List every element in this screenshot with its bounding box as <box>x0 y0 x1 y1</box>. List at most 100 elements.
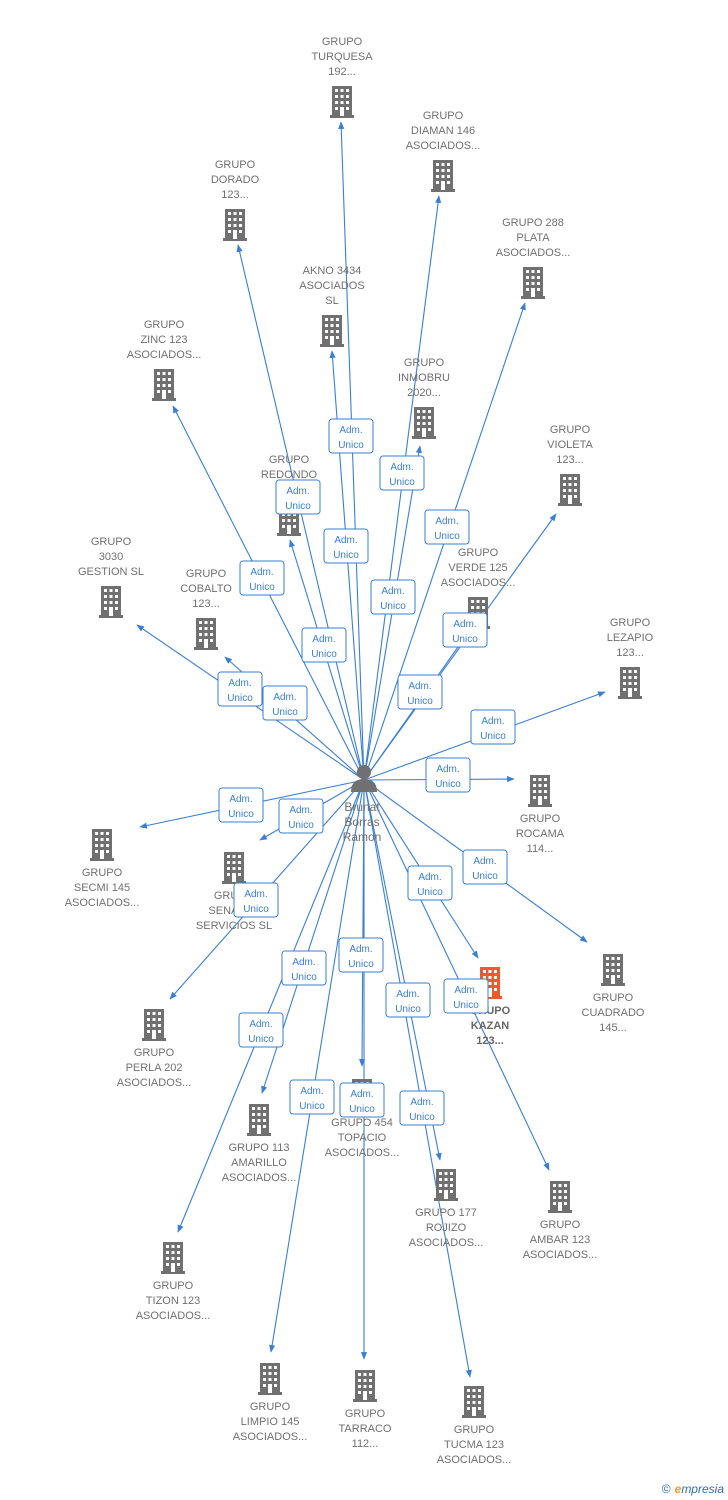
edge-label-topacio[interactable]: Adm. Unico <box>338 937 384 973</box>
company-node-tarraco[interactable]: GRUPOTARRACO112... <box>339 1370 392 1450</box>
edge-label-cuadrado[interactable]: Adm.Unico <box>462 849 508 885</box>
company-node-violeta[interactable]: GRUPOVIOLETA123... <box>547 424 593 506</box>
edge-label-text: Unico <box>453 1000 479 1011</box>
edge-label-box <box>370 579 416 615</box>
company-name-line: GRUPO <box>134 1047 175 1059</box>
edge-label-text: Unico <box>249 582 275 593</box>
edge-label-rocama[interactable]: Adm.Unico <box>425 757 471 793</box>
building-icon <box>90 829 114 861</box>
edge-label-box <box>424 509 470 545</box>
edge-label-verde[interactable]: Adm.Unico <box>397 674 443 710</box>
edge-label-text: Unico <box>228 809 254 820</box>
person-name-line-1: Brunat <box>344 800 380 814</box>
company-node-inmobru[interactable]: GRUPOINMOBRU2020... <box>398 357 450 439</box>
edge-label-text: Unico <box>348 959 374 970</box>
edge-label-limpio[interactable]: Adm.Unico <box>289 1079 335 1115</box>
edge-label-gestion[interactable]: Adm.Unico <box>217 671 263 707</box>
edge-label-text: Unico <box>299 1101 325 1112</box>
company-name-line: GRUPO <box>345 1408 386 1420</box>
company-name-line: INMOBRU <box>398 372 450 384</box>
brand-logo-text: mpresia <box>681 1482 724 1496</box>
company-name-line: GRUPO <box>91 536 132 548</box>
edge-label-box <box>399 1090 445 1126</box>
company-name-line: AMARILLO <box>231 1157 287 1169</box>
edge-label-text: Unico <box>227 693 253 704</box>
company-node-cobalto[interactable]: GRUPOCOBALTO123... <box>180 568 232 650</box>
edge-label-tizon[interactable]: Adm.Unico <box>238 1012 284 1048</box>
edge-label-violeta[interactable]: Adm.Unico <box>442 612 488 648</box>
edge-label-box <box>238 1012 284 1048</box>
company-name-line: ROJIZO <box>426 1222 467 1234</box>
company-name-line: GRUPO <box>520 813 561 825</box>
edge-label-kazan[interactable]: Adm.Unico <box>407 865 453 901</box>
company-name-line: REDONDO <box>261 469 318 481</box>
center-person-node[interactable]: Brunat Borras Ramon <box>343 765 382 844</box>
edge-label-box <box>470 709 516 745</box>
edge-label-text: Unico <box>380 601 406 612</box>
edge-label-senatus[interactable]: Adm.Unico <box>278 798 324 834</box>
edge-label-secmi[interactable]: Adm.Unico <box>218 787 264 823</box>
edge-ambar <box>363 779 550 1171</box>
edge-label-inmobru[interactable]: Adm.Unico <box>370 579 416 615</box>
edge-label-diaman[interactable]: Adm.Unico <box>379 455 425 491</box>
edge-label-ambar[interactable]: Adm.Unico <box>443 978 489 1014</box>
edge-label-lezapio[interactable]: Adm.Unico <box>470 709 516 745</box>
building-icon <box>412 407 436 439</box>
company-name-line: 123... <box>556 454 584 466</box>
company-name-line: ZINC 123 <box>140 334 187 346</box>
edge-label-cobalto[interactable]: Adm.Unico <box>262 685 308 721</box>
company-node-topacio[interactable]: GRUPO 454TOPACIOASOCIADOS... <box>325 1079 400 1159</box>
edge-label-text: Adm. <box>390 462 413 473</box>
footer-brand[interactable]: ©empresia <box>662 1482 724 1496</box>
company-node-cuadrado[interactable]: GRUPOCUADRADO145... <box>582 954 645 1034</box>
edge-label-text: Unico <box>288 820 314 831</box>
edge-label-tarraco[interactable]: Adm.Unico <box>339 1082 385 1118</box>
building-icon <box>222 852 246 884</box>
company-node-turquesa[interactable]: GRUPOTURQUESA192... <box>311 36 373 118</box>
company-name-line: 123... <box>616 647 644 659</box>
company-node-rocama[interactable]: GRUPOROCAMA114... <box>516 775 565 855</box>
company-node-rojizo[interactable]: GRUPO 177ROJIZOASOCIADOS... <box>409 1169 484 1249</box>
company-node-lezapio[interactable]: GRUPOLEZAPIO123... <box>607 617 654 699</box>
edge-label-akno[interactable]: Adm.Unico <box>323 528 369 564</box>
edge-label-text: Unico <box>472 871 498 882</box>
company-node-kazan[interactable]: GRUPOKAZAN123... <box>470 967 511 1047</box>
edge-label-amarillo[interactable]: Adm.Unico <box>281 950 327 986</box>
edge-label-turquesa[interactable]: Adm.Unico <box>328 418 374 454</box>
company-name-line: CUADRADO <box>582 1007 645 1019</box>
edge-label-perla[interactable]: Adm.Unico <box>233 882 279 918</box>
edge-labels-layer: Adm.UnicoAdm.UnicoAdm.UnicoAdm.UnicoAdm.… <box>217 418 516 1126</box>
edge-label-plata[interactable]: Adm.Unico <box>424 509 470 545</box>
edge-label-box <box>339 1082 385 1118</box>
edges-layer <box>136 121 606 1378</box>
building-icon <box>434 1169 458 1201</box>
company-node-plata[interactable]: GRUPO 288PLATAASOCIADOS... <box>496 217 571 299</box>
edge-label-redondo[interactable]: Adm.Unico <box>301 627 347 663</box>
company-name-line: GRUPO <box>322 36 363 48</box>
company-node-amarillo[interactable]: GRUPO 113AMARILLOASOCIADOS... <box>222 1104 297 1184</box>
edge-label-text: Unico <box>434 531 460 542</box>
edge-label-text: Adm. <box>349 944 372 955</box>
edge-label-text: Unico <box>480 731 506 742</box>
edge-label-zinc[interactable]: Adm.Unico <box>239 560 285 596</box>
edge-label-rojizo[interactable]: Adm.Unico <box>385 982 431 1018</box>
company-name-line: ASOCIADOS... <box>409 1237 484 1249</box>
company-name-line: VIOLETA <box>547 439 593 451</box>
edge-label-tucma[interactable]: Adm.Unico <box>399 1090 445 1126</box>
company-node-dorado[interactable]: GRUPODORADO123... <box>211 159 260 241</box>
company-name-line: SL <box>325 295 338 307</box>
company-name-line: VERDE 125 <box>448 562 507 574</box>
building-icon <box>258 1363 282 1395</box>
edge-label-dorado[interactable]: Adm.Unico <box>275 479 321 515</box>
